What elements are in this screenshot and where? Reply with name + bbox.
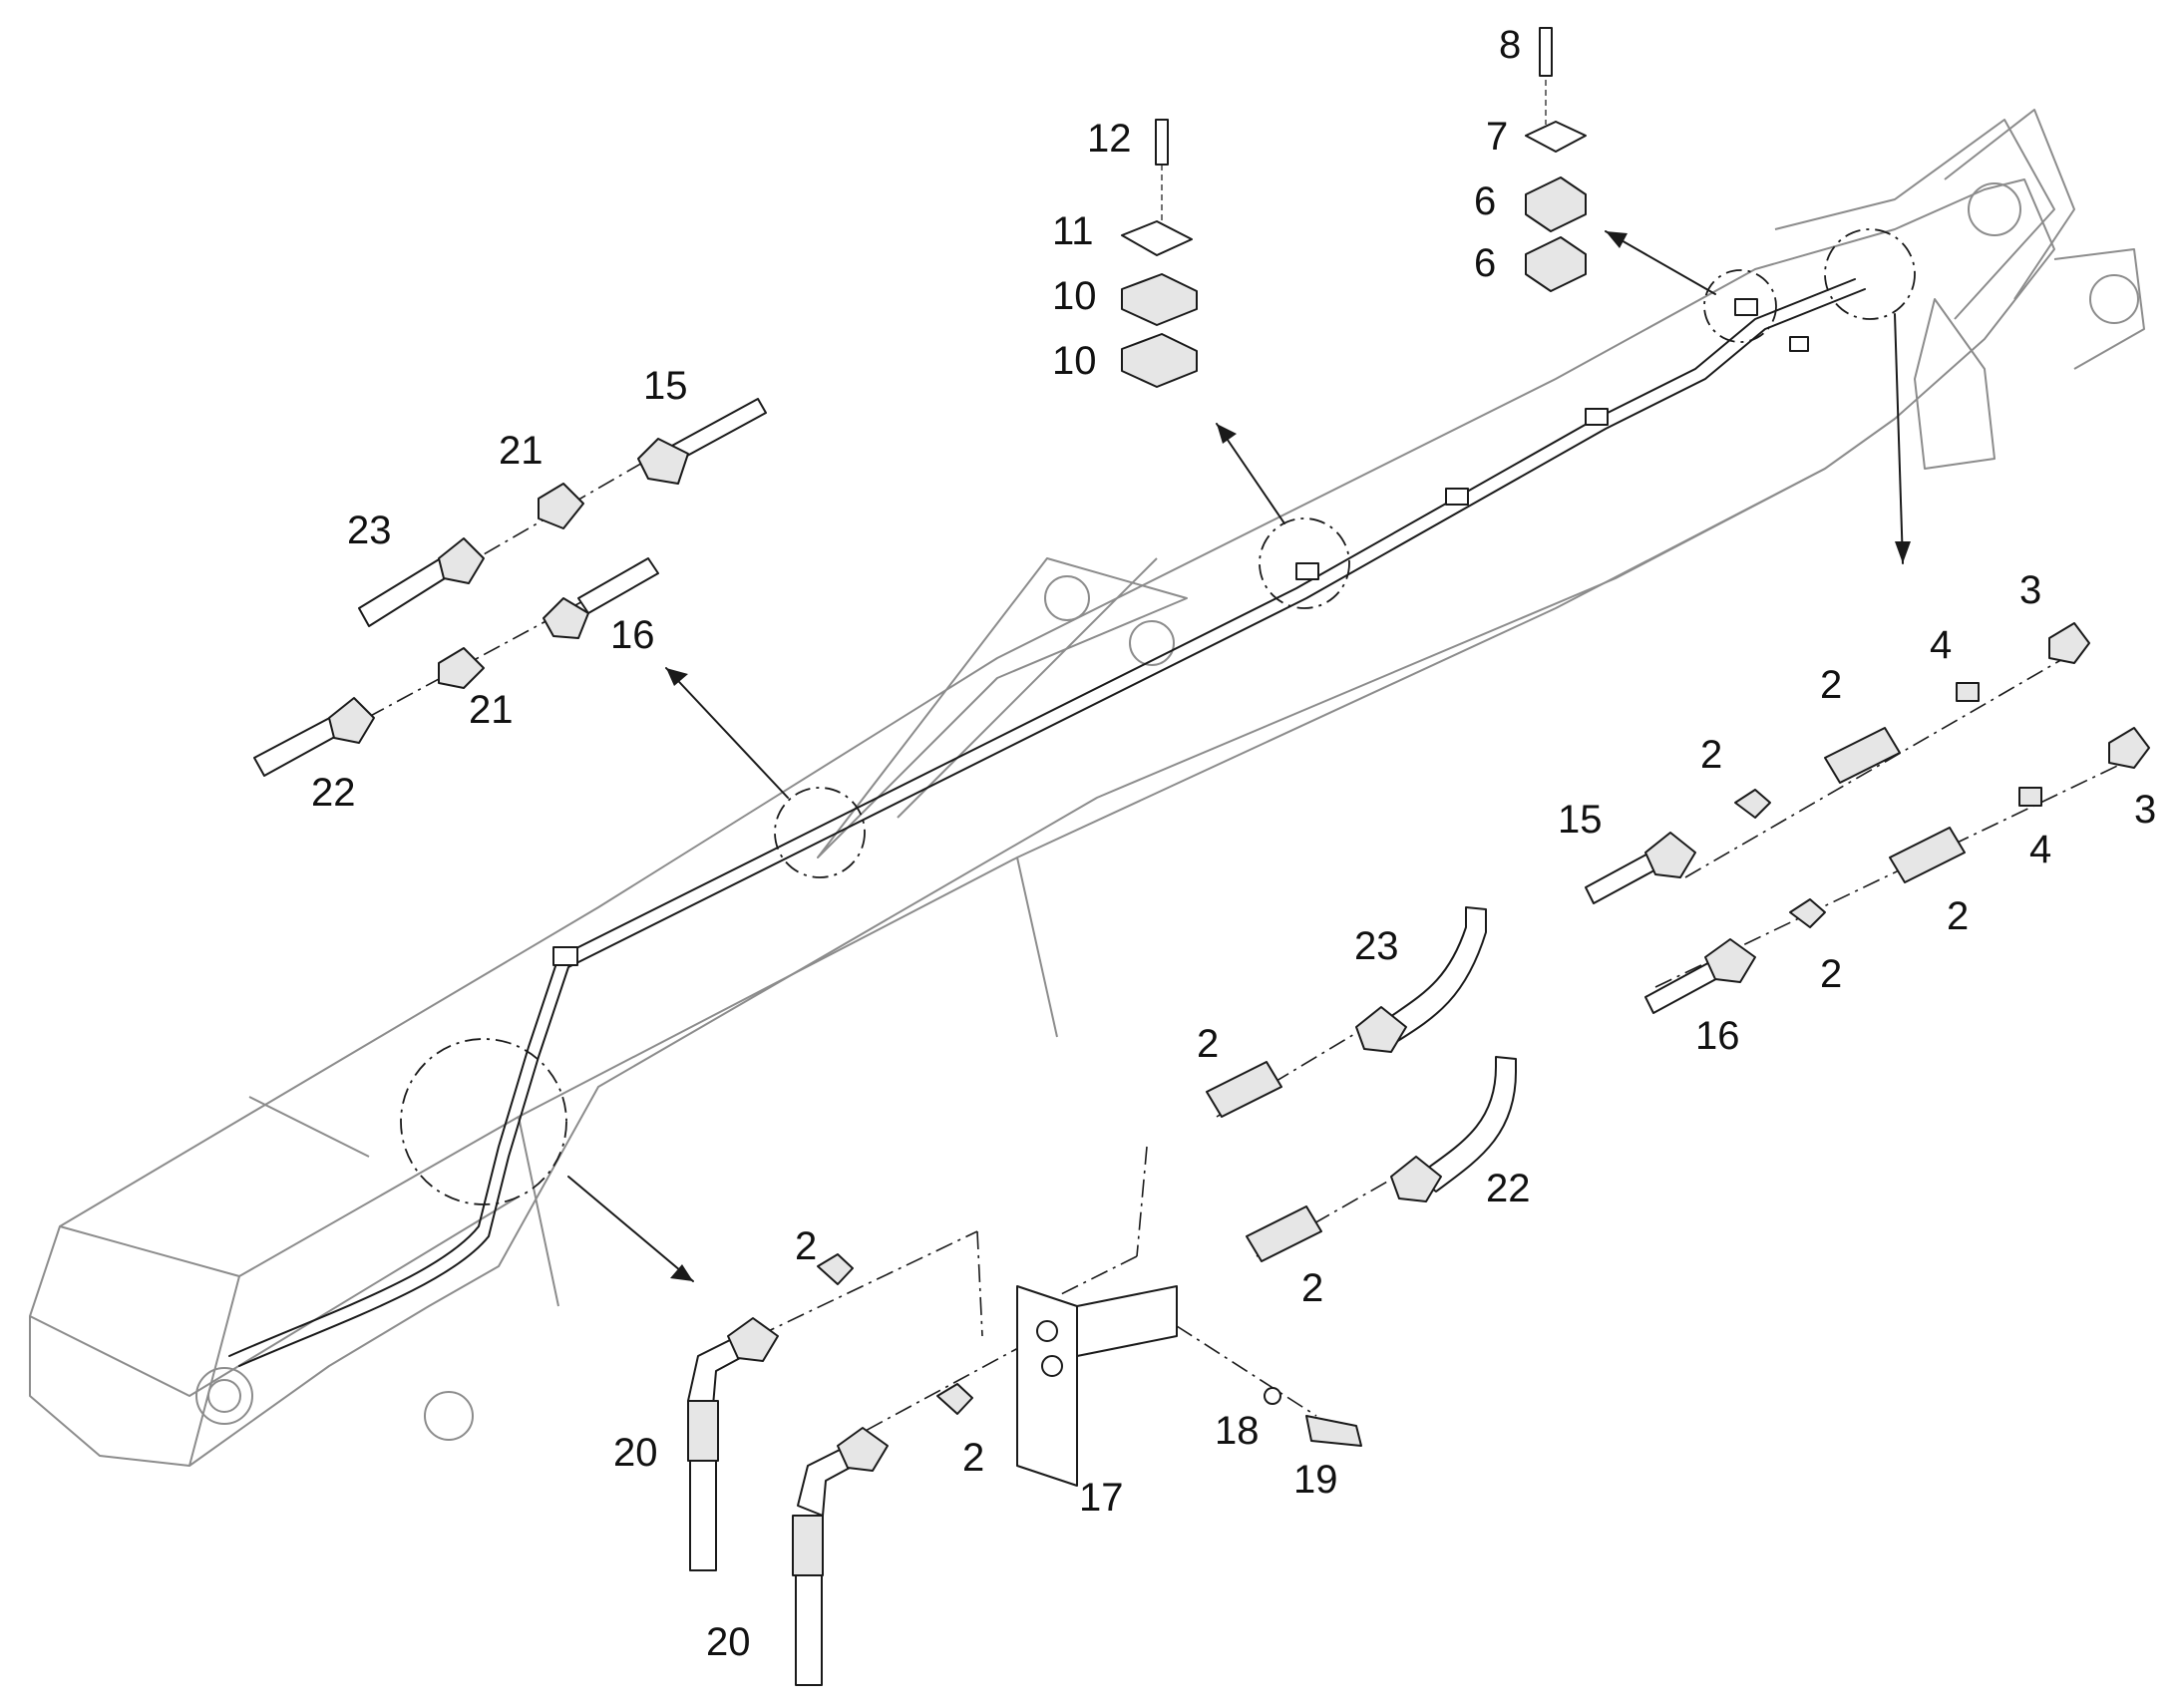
bolt-19	[1305, 1415, 1362, 1447]
pipe-23-bottom	[1375, 906, 1487, 1043]
nut-3-b	[2108, 727, 2150, 769]
cover-plate-7	[1525, 121, 1587, 153]
nut-16	[543, 597, 589, 639]
locknut-2-b	[1789, 898, 1826, 928]
nut-23-bottom	[1355, 1006, 1407, 1053]
hose-ferrule-20-b	[792, 1515, 824, 1576]
nut-22	[328, 697, 375, 744]
nut-16-right	[1704, 938, 1756, 983]
callout-19: 19	[1293, 1458, 1338, 1502]
callout-2-right-c: 2	[1947, 894, 1969, 938]
callout-3-lower: 3	[2134, 788, 2156, 832]
callout-8: 8	[1499, 23, 1521, 67]
callout-2-right-a: 2	[1820, 663, 1842, 707]
callout-2-right-d: 2	[1820, 952, 1842, 996]
callout-2-bottom-c: 2	[795, 1224, 817, 1268]
callout-23-bottom: 23	[1354, 924, 1399, 968]
callout-12: 12	[1087, 117, 1132, 161]
callout-16-right: 16	[1695, 1014, 1740, 1058]
clamp-half-10-upper	[1121, 273, 1198, 326]
callout-2-bottom-d: 2	[962, 1436, 984, 1480]
callout-6-upper: 6	[1474, 179, 1496, 223]
callout-15-left: 15	[643, 364, 688, 408]
hose-ferrule-20-a	[687, 1400, 719, 1462]
callout-4-lower: 4	[2029, 828, 2051, 871]
callout-21-upper: 21	[499, 429, 544, 473]
callout-23-left: 23	[347, 509, 392, 552]
sleeve-4-a	[1956, 682, 1980, 702]
connector-2-a	[1824, 727, 1901, 784]
nut-22-bottom	[1390, 1156, 1442, 1202]
callout-22-bottom: 22	[1486, 1167, 1531, 1210]
callout-22-left: 22	[311, 771, 356, 815]
bolt-8	[1539, 27, 1553, 77]
boom-outline	[29, 109, 2145, 1467]
bracket-17-arm	[1076, 1285, 1178, 1357]
leader-arrows	[567, 230, 1911, 1282]
detail-circles	[400, 228, 1916, 1205]
callout-20-lower: 20	[706, 1620, 751, 1664]
callout-16-left: 16	[610, 613, 655, 657]
callout-20-upper: 20	[613, 1431, 658, 1475]
hose-20-b	[795, 1574, 823, 1686]
callout-7: 7	[1486, 115, 1508, 159]
washer-18	[1264, 1387, 1281, 1405]
locknut-2-left-lower	[936, 1383, 973, 1415]
clamp-group-top-right	[1525, 27, 1587, 292]
clamp-group-top-middle	[1121, 119, 1198, 388]
hose-20-a	[689, 1460, 717, 1571]
callout-3-upper: 3	[2019, 568, 2041, 612]
nut-20-b	[837, 1427, 889, 1472]
bracket-17	[1016, 1285, 1078, 1487]
hydraulic-line-on-boom	[228, 278, 1866, 1367]
connector-2-lower	[1246, 1205, 1322, 1262]
connector-2-upper	[1206, 1061, 1282, 1118]
callout-11: 11	[1052, 209, 1094, 253]
nut-3-a	[2048, 622, 2090, 664]
callout-10-lower: 10	[1052, 339, 1097, 383]
nut-15	[637, 438, 689, 485]
callout-21-lower: 21	[469, 688, 514, 732]
clamp-half-6-lower	[1525, 236, 1587, 292]
callout-10-upper: 10	[1052, 274, 1097, 318]
locknut-2-left-upper	[817, 1253, 854, 1285]
callout-6-lower: 6	[1474, 241, 1496, 285]
locknut-2-a	[1734, 789, 1771, 819]
fitting-group-right	[1585, 622, 2150, 1014]
callout-4-upper: 4	[1930, 623, 1952, 667]
callout-18: 18	[1215, 1409, 1260, 1453]
pipe-16	[577, 557, 659, 614]
clamp-half-6-upper	[1525, 176, 1587, 232]
union-21-upper	[538, 483, 584, 529]
callout-2-right-b: 2	[1700, 733, 1722, 777]
plate-11	[1121, 220, 1193, 256]
callout-2-bottom-b: 2	[1301, 1266, 1323, 1310]
nut-23	[438, 537, 485, 584]
nut-20-a	[727, 1317, 779, 1362]
clamp-half-10-lower	[1121, 333, 1198, 388]
union-21-lower	[438, 647, 485, 689]
callout-15-right: 15	[1558, 798, 1603, 842]
nut-15-right	[1644, 832, 1696, 878]
fitting-group-left	[253, 398, 767, 777]
fitting-group-bottom	[687, 906, 1517, 1686]
callout-17: 17	[1079, 1476, 1124, 1520]
callout-2-bottom-a: 2	[1197, 1022, 1219, 1066]
bolt-12	[1155, 119, 1169, 166]
connector-2-b	[1889, 827, 1966, 883]
sleeve-4-b	[2018, 787, 2042, 807]
callout-labels: 8 7 6 6 12 11 10 10 15 21 23 21 16 22 3 …	[311, 23, 2156, 1664]
